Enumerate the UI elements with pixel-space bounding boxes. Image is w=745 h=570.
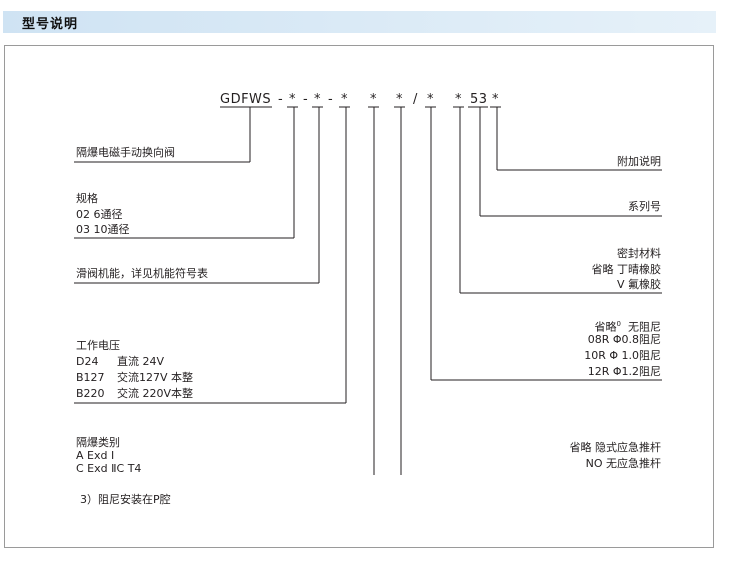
- code-slot-7: *: [455, 92, 462, 107]
- spec-title: 规格: [76, 192, 98, 205]
- emergency-default: 省略 隐式应急推杆: [569, 441, 662, 454]
- header-bar: [3, 11, 716, 33]
- voltage-b127-text: 交流127V 本整: [117, 371, 194, 384]
- code-series: 53: [470, 92, 488, 107]
- code-slot-4: *: [370, 92, 377, 107]
- explosion-c: C Exd ⅡC T4: [76, 462, 142, 475]
- voltage-title: 工作电压: [76, 339, 120, 352]
- code-slash: /: [413, 92, 418, 107]
- damp-default-label: 省略: [594, 320, 617, 334]
- code-prefix: GDFWS: [220, 92, 272, 107]
- seal-title: 密封材料: [617, 247, 661, 260]
- damp-08: 08R Φ0.8阻尼: [587, 333, 661, 346]
- code-slot-2: *: [314, 92, 321, 107]
- spec-03: 03 10通径: [76, 223, 130, 236]
- damper-note: 3）阻尼安装在P腔: [80, 493, 171, 506]
- damp-default-text: 无阻尼: [628, 320, 661, 334]
- code-dash-2: -: [303, 92, 309, 107]
- spec-02: 02 6通径: [76, 208, 123, 221]
- seal-v: V 氟橡胶: [616, 278, 661, 291]
- code-slot-1: *: [289, 92, 296, 107]
- damp-10: 10R Φ 1.0阻尼: [584, 349, 661, 362]
- damp-default-mark: 0: [616, 320, 621, 328]
- explosion-title: 隔爆类别: [76, 436, 120, 449]
- code-slot-3: *: [341, 92, 348, 107]
- damp-12: 12R Φ1.2阻尼: [587, 365, 661, 378]
- explosion-a: A Exd Ⅰ: [76, 449, 115, 462]
- damp-default: 省略0 无阻尼: [595, 317, 661, 335]
- seal-default: 省略 丁晴橡胶: [591, 263, 662, 276]
- valve-name: 隔爆电磁手动换向阀: [76, 146, 175, 159]
- code-dash-3: -: [328, 92, 334, 107]
- code-slot-8: *: [492, 92, 499, 107]
- content-frame: [4, 45, 714, 548]
- voltage-d24-code: D24: [76, 355, 99, 368]
- series-no: 系列号: [628, 200, 661, 213]
- voltage-b127-code: B127: [76, 371, 105, 384]
- extra-note: 附加说明: [617, 155, 661, 168]
- function-text: 滑阀机能，详见机能符号表: [76, 267, 208, 280]
- code-slot-5: *: [396, 92, 403, 107]
- emergency-no: NO 无应急推杆: [585, 457, 661, 470]
- voltage-b220-code: B220: [76, 387, 105, 400]
- voltage-d24-text: 直流 24V: [117, 355, 165, 368]
- section-title: 型号说明: [22, 17, 79, 32]
- voltage-b220-text: 交流 220V本整: [117, 387, 194, 400]
- code-dash-1: -: [278, 92, 284, 107]
- code-slot-6: *: [427, 92, 434, 107]
